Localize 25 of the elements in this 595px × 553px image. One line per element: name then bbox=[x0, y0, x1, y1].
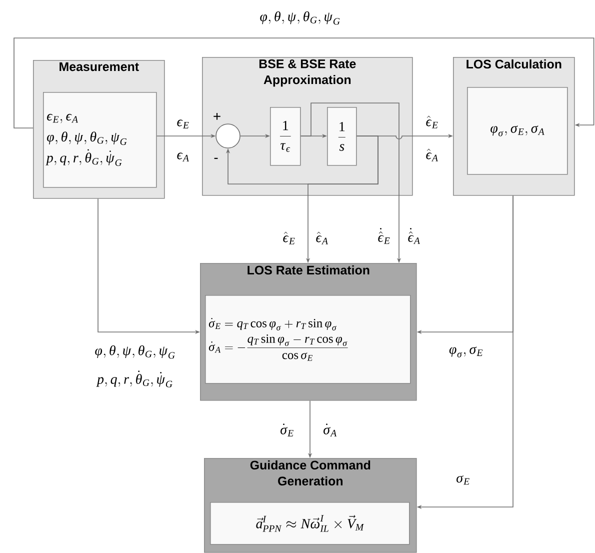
signal-label: $\dot{\hat{\varepsilon}}_E$ bbox=[378, 228, 390, 244]
transfer-function-block: $\frac{1}{\tau_\varepsilon}$ bbox=[270, 107, 301, 166]
signal-label: $\hat{\varepsilon}_E$ bbox=[283, 232, 295, 244]
signal-label: $p,q,r,\dot{\theta}_G,\dot{\psi}_G$ bbox=[96, 370, 172, 388]
arrow bbox=[14, 38, 594, 128]
summing-junction bbox=[216, 124, 240, 148]
signal-label: $\phi,\theta,\psi,\theta_G,\psi_G$ bbox=[260, 11, 340, 25]
equation-box: $\dot{\sigma}_E=q_T\cos\phi_\sigma+r_T\sin\phi_\sigma$ $\dot{\sigma}_A=-\frac{q_T\sin\phi_\sigma-r_T\cos\phi_\sigma}{\cos\sigma_E}$ bbox=[205, 295, 411, 384]
integrator-block: $\frac{1}{s}$ bbox=[327, 107, 357, 166]
signal-list-box: $\varepsilon_E,\varepsilon_A$ $\phi,\theta,\psi,\theta_G,\psi_G$ $p,q,r,\dot{\theta}_G,\dot{\psi}_G$ bbox=[43, 92, 157, 188]
signal-label: $\varepsilon_E$ bbox=[177, 120, 189, 128]
signal-label: $\phi,\theta,\psi,\theta_G,\psi_G$ bbox=[95, 345, 175, 359]
signal-label: $\dot{\sigma}_E$ bbox=[280, 424, 294, 436]
output-box: $\phi_\sigma,\sigma_E,\sigma_A$ bbox=[467, 87, 568, 175]
sign-label: + bbox=[214, 112, 220, 120]
signal-label: $\phi_\sigma,\sigma_E$ bbox=[449, 346, 483, 358]
signal-label: $\hat{\varepsilon}_A$ bbox=[316, 232, 328, 244]
signal-label: $\sigma_E$ bbox=[456, 475, 470, 485]
signal-label: $\varepsilon_A$ bbox=[177, 152, 189, 162]
sign-label: - bbox=[214, 158, 218, 159]
equation-box: $\vec{a}^I_{PPN}\approx N\vec{\omega}^I_{IL}\times\vec{V}_M$ bbox=[210, 502, 410, 545]
signal-label: $\dot{\hat{\varepsilon}}_A$ bbox=[408, 228, 420, 244]
signal-label: $\dot{\sigma}_A$ bbox=[324, 424, 337, 436]
signal-label: $\hat{\varepsilon}_A$ bbox=[426, 148, 438, 162]
signal-label: $\hat{\varepsilon}_E$ bbox=[426, 116, 438, 128]
